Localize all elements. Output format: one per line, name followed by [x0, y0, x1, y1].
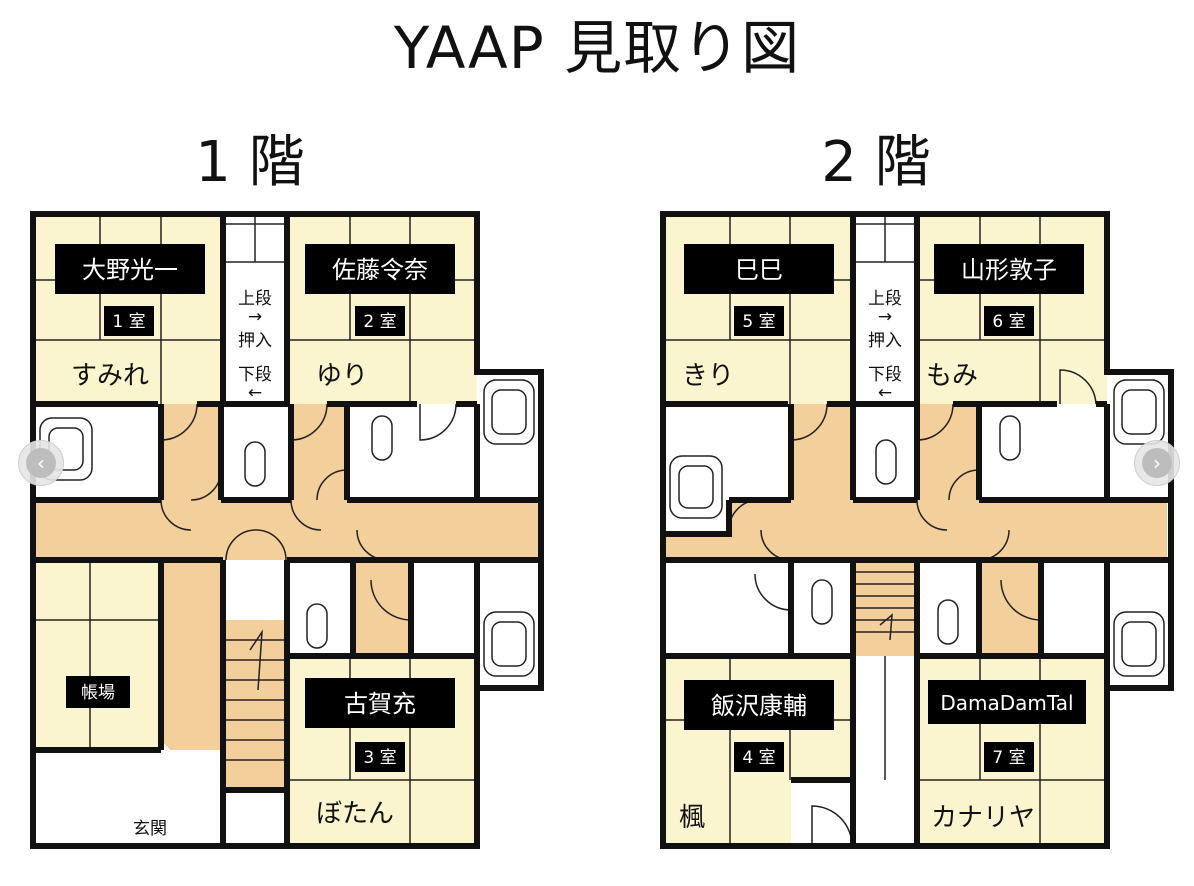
svg-text:→: → — [248, 307, 262, 327]
svg-text:上段: 上段 — [868, 289, 902, 309]
room-6-occupant: 山形敦子 — [961, 256, 1057, 284]
room-6-number: 6 室 — [992, 312, 1025, 332]
room-2-name-tag — [305, 244, 455, 294]
room-7-number: 7 室 — [992, 748, 1025, 768]
room-5-number: 5 室 — [742, 312, 775, 332]
room-4: 飯沢康輔 4 室 楓 — [679, 680, 834, 833]
room-1-name-tag — [55, 244, 205, 294]
svg-text:←: ← — [248, 383, 262, 403]
room-1: 大野光一 1 室 すみれ — [55, 244, 205, 391]
room-3-flower: ぼたん — [316, 799, 394, 829]
room-5: 巳巳 5 室 きり — [682, 244, 834, 391]
room-7-occupant: DamaDamTal — [940, 691, 1073, 715]
room-4-name-tag — [684, 680, 834, 730]
page-title: YAAP 見取り図 — [393, 14, 801, 82]
floor-1-title: 1 階 — [195, 130, 305, 195]
room-2-flower: ゆり — [316, 361, 368, 391]
room-6-name-tag — [934, 244, 1084, 294]
chevron-left-icon[interactable]: ‹ — [18, 440, 64, 486]
room-3-number: 3 室 — [363, 748, 396, 768]
floor-1-corridor — [33, 500, 541, 560]
room-5-occupant: 巳巳 — [735, 256, 783, 284]
floor-2-corridor — [729, 500, 1167, 560]
room-3-name-tag — [305, 678, 455, 728]
room-2: 佐藤令奈 2 室 ゆり — [305, 244, 455, 391]
room-3-occupant: 古賀充 — [344, 690, 416, 718]
room-6: 山形敦子 6 室 もみ — [926, 244, 1084, 391]
svg-text:→: → — [878, 307, 892, 327]
room-7-flower: カナリヤ — [931, 803, 1035, 833]
office-label: 帳場 — [81, 683, 115, 703]
room-6-flower: もみ — [926, 361, 978, 391]
room-1-flower: すみれ — [71, 361, 149, 391]
room-4-number: 4 室 — [742, 748, 775, 768]
svg-text:下段: 下段 — [868, 365, 902, 385]
room-7-name-tag — [928, 680, 1086, 724]
room-1-number: 1 室 — [112, 312, 145, 332]
svg-text:下段: 下段 — [238, 365, 272, 385]
room-5-flower: きり — [682, 361, 734, 391]
room-1-occupant: 大野光一 — [82, 256, 178, 284]
room-7: DamaDamTal 7 室 カナリヤ — [928, 680, 1086, 833]
floor-2-stair-note: 上段 → 押入 下段 ← — [868, 289, 902, 403]
floor-2-title: 2 階 — [821, 130, 931, 195]
room-2-number: 2 室 — [363, 312, 396, 332]
office: 帳場 — [66, 676, 130, 708]
svg-text:←: ← — [878, 383, 892, 403]
room-4-occupant: 飯沢康輔 — [711, 692, 807, 720]
floor-1-stair-note: 上段 → 押入 下段 ← — [238, 289, 272, 403]
svg-text:押入: 押入 — [238, 331, 272, 351]
room-3: 古賀充 3 室 ぼたん — [305, 678, 455, 829]
entrance-label: 玄関 — [133, 819, 167, 839]
room-2-occupant: 佐藤令奈 — [332, 256, 428, 284]
room-4-flower: 楓 — [679, 803, 705, 833]
room-5-name-tag — [684, 244, 834, 294]
svg-text:押入: 押入 — [868, 331, 902, 351]
svg-text:上段: 上段 — [238, 289, 272, 309]
office-area — [33, 560, 161, 750]
chevron-right-icon[interactable]: › — [1134, 440, 1180, 486]
